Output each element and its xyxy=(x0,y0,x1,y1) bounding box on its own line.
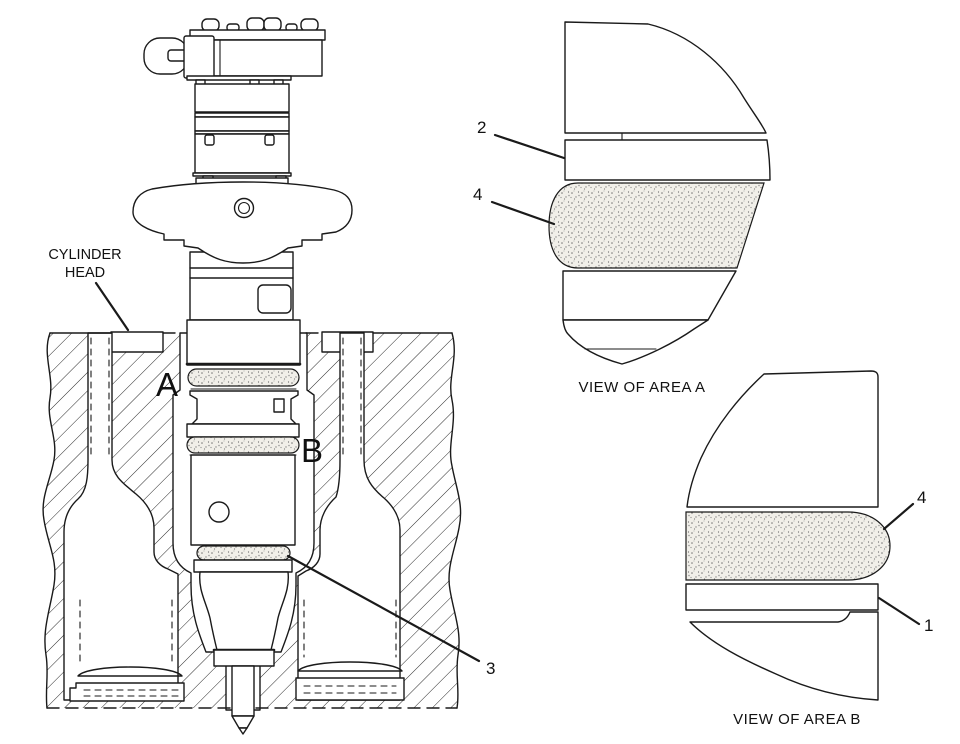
left-valve-pocket xyxy=(63,332,179,701)
cylinder-head-label-line2: HEAD xyxy=(65,265,105,281)
view-a-lower-block xyxy=(562,270,737,321)
callout-3: 3 xyxy=(486,659,495,678)
nozzle-tip-point xyxy=(238,727,248,735)
head-torn-edge-left xyxy=(42,332,56,709)
neck-tab xyxy=(273,398,285,413)
area-a-marker: A xyxy=(156,366,178,403)
view-b-caption: VIEW OF AREA B xyxy=(733,711,861,728)
hold-down-clamp xyxy=(132,181,353,264)
view-b-seal4 xyxy=(685,511,891,581)
mid-block xyxy=(186,423,300,438)
view-a-taper xyxy=(562,319,709,365)
fuel-injector xyxy=(132,17,353,735)
main-view-labels: CYLINDER HEAD A B 3 xyxy=(48,247,495,678)
seal-area-b xyxy=(186,436,300,454)
view-a-seal4 xyxy=(548,182,765,269)
side-port xyxy=(257,284,292,314)
cylinder-head-label-line1: CYLINDER xyxy=(48,247,121,263)
left-valve-seat xyxy=(69,666,185,702)
body-plate xyxy=(186,75,292,81)
body-clip xyxy=(264,134,275,146)
tip-flange xyxy=(193,559,293,573)
view-b-lower-block xyxy=(689,611,879,701)
nozzle-tip xyxy=(231,715,255,729)
body-section-upper xyxy=(194,83,290,113)
barrel-lines xyxy=(189,267,294,279)
nozzle-tube xyxy=(231,665,255,717)
cylinder-head-leader xyxy=(94,281,130,332)
solenoid-terminals xyxy=(201,17,319,32)
main-view: CYLINDER HEAD A B 3 xyxy=(42,17,495,735)
view-a-callout-2-leader xyxy=(493,133,566,160)
view-b-callout-1: 1 xyxy=(924,616,933,635)
body-base-edge xyxy=(192,172,292,177)
injector-flange xyxy=(186,319,301,366)
view-b-callout-4: 4 xyxy=(917,488,926,507)
view-a-callout-2: 2 xyxy=(477,118,486,137)
view-b-upper-block xyxy=(686,370,879,508)
right-valve-seat xyxy=(295,661,405,701)
lower-barrel-port xyxy=(208,501,230,523)
connector-frame xyxy=(183,35,215,79)
view-b-callout-4-leader xyxy=(882,502,915,531)
left-bore-hidden-lines xyxy=(79,337,173,663)
seal-area-a xyxy=(187,368,300,387)
seal-3 xyxy=(196,545,291,561)
body-section-mid xyxy=(194,116,290,132)
head-torn-edge-right xyxy=(448,332,462,709)
clamp-bolt-hole-outer xyxy=(233,197,255,219)
body-clip xyxy=(204,134,215,146)
view-a-callout-4: 4 xyxy=(473,185,482,204)
view-area-b: 4 1 VIEW OF AREA B xyxy=(685,370,933,728)
area-b-marker: B xyxy=(301,432,323,469)
callout-3-leader xyxy=(286,554,481,663)
view-area-a: 2 4 VIEW OF AREA A xyxy=(473,21,771,396)
view-a-upper-block xyxy=(564,21,767,134)
view-a-part2-band xyxy=(564,139,771,181)
nozzle-plate xyxy=(213,649,275,667)
clamp-bolt-hole-inner xyxy=(237,201,251,215)
view-b-part1-band xyxy=(685,583,879,611)
right-bore-hidden-lines xyxy=(303,337,397,658)
view-a-callout-4-leader xyxy=(490,200,556,226)
view-a-caption: VIEW OF AREA A xyxy=(578,379,705,396)
lower-barrel xyxy=(190,454,296,546)
top-recess-left xyxy=(110,331,164,353)
view-b-callout-1-leader xyxy=(877,596,921,626)
